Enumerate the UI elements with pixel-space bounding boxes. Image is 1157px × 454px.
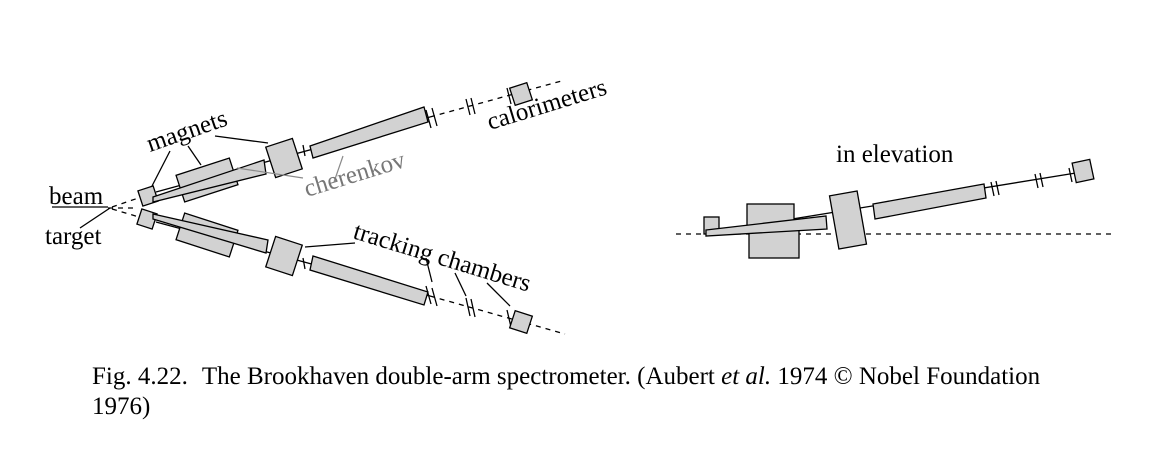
plan-view: beam target magnets cherenkov calorimete… xyxy=(45,74,610,335)
upper-tracking-chamber-box xyxy=(264,137,304,179)
magnets-leader-1 xyxy=(151,150,171,187)
elevation-tick-5 xyxy=(1068,167,1073,183)
calorimeters-label: calorimeters xyxy=(484,74,610,136)
upper-tick-3 xyxy=(465,98,471,116)
figure-number: Fig. 4.22. xyxy=(92,363,188,390)
spectrometer-diagram: beam target magnets cherenkov calorimete… xyxy=(45,74,1116,335)
tracking-leader-2 xyxy=(425,257,433,283)
upper-arm-path-outer xyxy=(429,79,566,118)
lower-tick-3 xyxy=(465,297,471,317)
target-label: target xyxy=(45,223,102,250)
lower-small-magnet xyxy=(136,208,158,230)
elevation-view: in elevation xyxy=(676,141,1116,259)
lower-calorimeter xyxy=(508,309,534,335)
upper-cone-chamber xyxy=(152,159,267,203)
lower-tick-1 xyxy=(425,285,432,305)
upper-chamber-tick xyxy=(302,144,306,157)
tracking-leader-4 xyxy=(486,282,511,307)
elevation-tracking-chamber-box xyxy=(828,190,868,250)
lower-tracking-chamber-box xyxy=(264,235,304,277)
lower-arm-path-outer xyxy=(429,295,566,335)
upper-calorimeter xyxy=(508,81,534,107)
upper-tick-5 xyxy=(506,87,512,105)
lower-cone-chamber xyxy=(152,213,269,254)
tracking-leader-3 xyxy=(454,272,467,297)
tracking-leader-1 xyxy=(304,242,356,248)
magnets-label: magnets xyxy=(143,105,231,158)
elevation-tick-3 xyxy=(1034,173,1039,189)
magnets-leader-2 xyxy=(187,145,202,166)
lower-cherenkov-counter xyxy=(309,255,429,306)
upper-arm-path-inner xyxy=(111,191,157,208)
upper-tick-4 xyxy=(470,97,476,115)
in-elevation-label: in elevation xyxy=(836,141,954,168)
beam-label: beam xyxy=(49,183,104,210)
target-leader xyxy=(79,207,111,229)
cherenkov-leader-2 xyxy=(333,155,344,183)
elevation-cherenkov-counter xyxy=(872,183,987,220)
elevation-tick-1 xyxy=(990,181,995,197)
elevation-tick-2 xyxy=(995,180,1000,196)
caption-text-2: 1974 © Nobel Foundation 1976) xyxy=(92,363,1041,420)
elevation-cone-chamber xyxy=(705,215,828,237)
upper-tick-2 xyxy=(431,107,438,127)
upper-tick-1 xyxy=(425,109,432,129)
figure-caption: Fig. 4.22. The Brookhaven double-arm spec… xyxy=(92,362,1052,422)
lower-chamber-tick xyxy=(302,257,306,270)
cherenkov-leader-1 xyxy=(236,167,304,179)
lower-arm-path-inner xyxy=(111,208,157,223)
caption-text-1: The Brookhaven double-arm spectrometer. … xyxy=(201,363,722,390)
lower-tick-2 xyxy=(431,287,438,307)
upper-cherenkov-counter xyxy=(309,106,429,159)
elevation-calorimeter xyxy=(1071,158,1095,184)
magnets-leader-3 xyxy=(214,135,269,144)
elevation-tick-4 xyxy=(1039,172,1044,188)
lower-tick-4 xyxy=(470,298,476,318)
caption-italic: et al. xyxy=(721,363,772,390)
